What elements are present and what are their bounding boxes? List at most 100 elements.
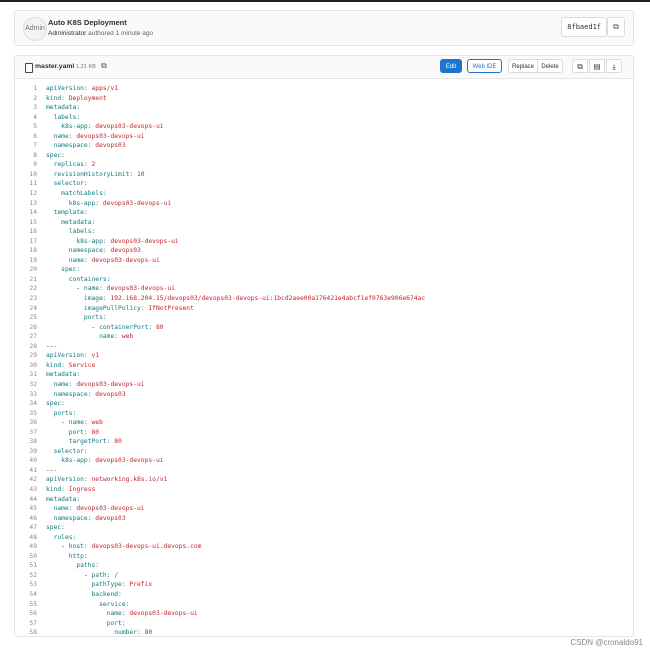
line-number[interactable]: 34 [29, 400, 37, 408]
line-number[interactable]: 29 [29, 352, 37, 360]
line-number[interactable]: 36 [29, 419, 37, 427]
line-number[interactable]: 37 [29, 428, 37, 436]
line-number[interactable]: 24 [29, 304, 37, 312]
line-number[interactable]: 45 [29, 505, 37, 513]
commit-author[interactable]: Administrator [48, 30, 87, 37]
line-number[interactable]: 12 [29, 190, 37, 198]
copy-contents-button[interactable]: ⧉ [572, 59, 588, 73]
code-line: 20 spec: [15, 265, 633, 275]
yaml-value: devops03 [91, 514, 126, 522]
line-number[interactable]: 28 [29, 342, 37, 350]
indent [46, 238, 76, 245]
line-number[interactable]: 19 [29, 256, 37, 264]
line-number[interactable]: 14 [29, 209, 37, 217]
line-content: - containerPort: 80 [46, 323, 163, 333]
line-number[interactable]: 35 [29, 409, 37, 417]
line-number[interactable]: 8 [33, 151, 37, 159]
copy-file-path-button[interactable]: ⧉ [101, 61, 107, 71]
commit-title[interactable]: Auto K8S Deployment [48, 18, 127, 27]
code-line: 39 selector: [15, 447, 633, 457]
line-number[interactable]: 38 [29, 438, 37, 446]
copy-sha-button[interactable]: ⧉ [607, 17, 625, 37]
line-number[interactable]: 48 [29, 533, 37, 541]
line-number[interactable]: 33 [29, 390, 37, 398]
line-number[interactable]: 30 [29, 361, 37, 369]
delete-button[interactable]: Delete [537, 59, 563, 73]
line-number[interactable]: 7 [33, 142, 37, 150]
line-content: kind: Deployment [46, 94, 107, 104]
line-number[interactable]: 56 [29, 610, 37, 618]
line-number[interactable]: 55 [29, 600, 37, 608]
yaml-key: namespace: [53, 142, 92, 150]
line-number[interactable]: 49 [29, 543, 37, 551]
line-number[interactable]: 16 [29, 228, 37, 236]
line-content: targetPort: 80 [46, 437, 122, 447]
line-content: metadata: [46, 103, 80, 113]
line-number[interactable]: 41 [29, 466, 37, 474]
line-content: pathType: Prefix [46, 580, 153, 590]
yaml-key: revisionHistoryLimit: [53, 170, 134, 178]
line-number[interactable]: 43 [29, 485, 37, 493]
line-number[interactable]: 9 [33, 161, 37, 169]
line-number[interactable]: 50 [29, 552, 37, 560]
line-number[interactable]: 32 [29, 380, 37, 388]
line-number[interactable]: 20 [29, 266, 37, 274]
line-number[interactable]: 18 [29, 247, 37, 255]
download-icon: ⤓ [612, 62, 616, 71]
line-number[interactable]: 26 [29, 323, 37, 331]
line-number[interactable]: 11 [29, 180, 37, 188]
edit-button[interactable]: Edit [440, 59, 462, 73]
line-number[interactable]: 22 [29, 285, 37, 293]
web-ide-button[interactable]: Web IDE [467, 59, 502, 73]
line-number[interactable]: 13 [29, 199, 37, 207]
line-number[interactable]: 10 [29, 170, 37, 178]
line-number[interactable]: 58 [29, 629, 37, 637]
line-number[interactable]: 52 [29, 571, 37, 579]
code-line: 55 service: [15, 600, 633, 610]
yaml-key: service: [99, 600, 130, 608]
line-content: apiVersion: networking.k8s.io/v1 [46, 475, 167, 485]
line-number[interactable]: 46 [29, 514, 37, 522]
line-number[interactable]: 42 [29, 476, 37, 484]
line-number[interactable]: 3 [33, 104, 37, 112]
line-number[interactable]: 31 [29, 371, 37, 379]
line-number[interactable]: 54 [29, 590, 37, 598]
line-number[interactable]: 2 [33, 94, 37, 102]
line-number[interactable]: 23 [29, 295, 37, 303]
download-button[interactable]: ⤓ [606, 59, 622, 73]
line-number[interactable]: 44 [29, 495, 37, 503]
line-number[interactable]: 15 [29, 218, 37, 226]
line-number[interactable]: 57 [29, 619, 37, 627]
line-number[interactable]: 1 [33, 85, 37, 92]
author-avatar[interactable]: Admin [23, 17, 47, 41]
line-number[interactable]: 27 [29, 333, 37, 341]
line-number[interactable]: 53 [29, 581, 37, 589]
yaml-key: kind: [46, 361, 65, 369]
yaml-value: devops03 [106, 247, 141, 255]
open-raw-button[interactable]: ▤ [589, 59, 605, 73]
yaml-key: name: [99, 333, 119, 341]
yaml-key: selector: [53, 180, 88, 188]
indent [46, 534, 54, 541]
line-number[interactable]: 51 [29, 562, 37, 570]
line-number[interactable]: 4 [33, 113, 37, 121]
line-number[interactable]: 39 [29, 447, 37, 455]
indent [46, 123, 61, 130]
line-number[interactable]: 21 [29, 275, 37, 283]
line-number[interactable]: 17 [29, 237, 37, 245]
line-number[interactable]: 5 [33, 123, 37, 131]
line-number[interactable]: 47 [29, 524, 37, 532]
line-number[interactable]: 40 [29, 457, 37, 465]
line-number[interactable]: 25 [29, 314, 37, 322]
indent [46, 142, 54, 149]
blob-viewer: master.yaml 1.21 KB ⧉ Edit Web IDE Repla… [14, 55, 634, 637]
yaml-key: kind: [46, 485, 65, 493]
replace-button[interactable]: Replace [508, 59, 538, 73]
yaml-value: devops03 [91, 390, 126, 398]
line-number[interactable]: 6 [33, 132, 37, 140]
yaml-key: name: [106, 610, 126, 618]
